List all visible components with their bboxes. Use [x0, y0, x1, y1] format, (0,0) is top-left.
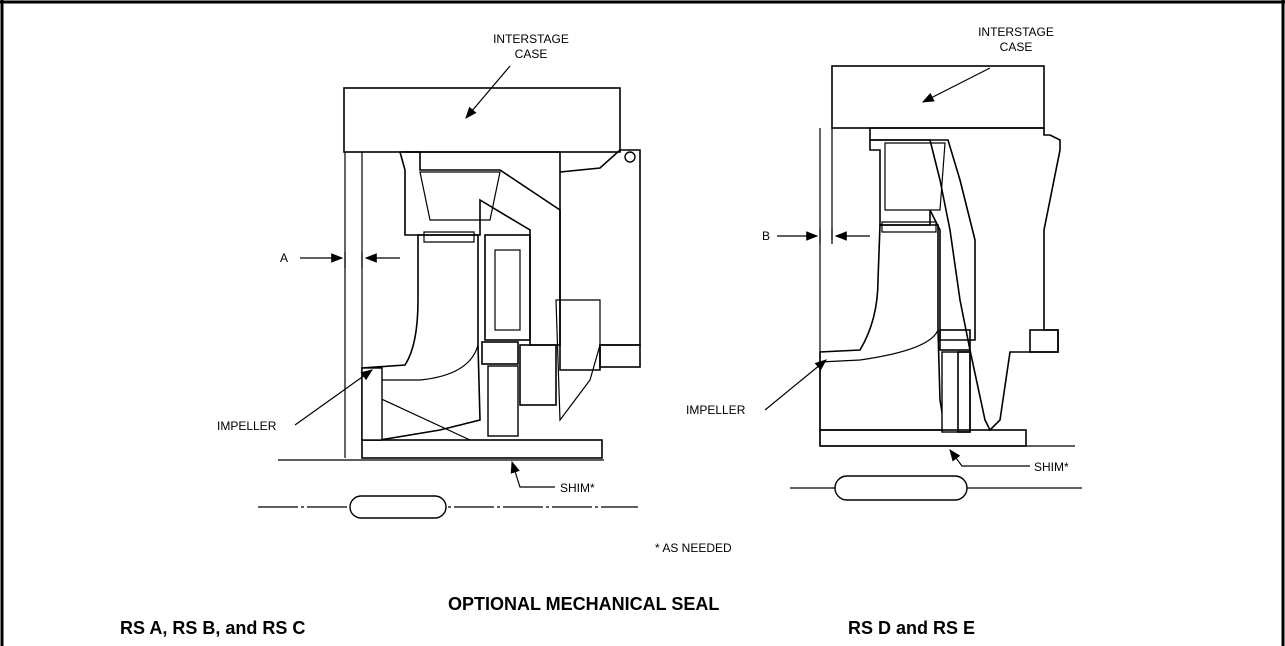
- caption-left-models: RS A, RS B, and RS C: [120, 618, 306, 638]
- right-impeller-label: IMPELLER: [686, 403, 746, 417]
- footnote: * AS NEEDED: [655, 541, 732, 555]
- right-shaft-sleeve: [819, 429, 1027, 447]
- left-impeller-label: IMPELLER: [217, 419, 277, 433]
- left-seal-drawing: [258, 65, 641, 519]
- right-interstage-case-block: [831, 65, 1045, 129]
- caption-right-models: RS D and RS E: [848, 618, 976, 638]
- caption-title: OPTIONAL MECHANICAL SEAL: [448, 594, 720, 614]
- right-dimension-label: B: [762, 229, 770, 243]
- left-shaft-sleeve: [361, 439, 603, 459]
- right-shim-label: SHIM*: [1034, 460, 1069, 474]
- left-shaft-oval: [349, 495, 447, 519]
- right-impeller: [819, 224, 946, 431]
- left-interstage-case-block: [343, 87, 621, 153]
- left-case-label-line1: INTERSTAGE: [493, 32, 569, 46]
- left-case-label-line2: CASE: [515, 47, 548, 61]
- right-shaft-oval: [834, 475, 968, 501]
- right-case-label-line1: INTERSTAGE: [978, 25, 1054, 39]
- left-shim-label: SHIM*: [560, 481, 595, 495]
- right-seal-drawing: [764, 65, 1082, 501]
- left-outer-housing: [405, 149, 641, 371]
- right-case-label-line2: CASE: [1000, 40, 1033, 54]
- right-outer-housing: [869, 127, 1061, 432]
- right-diffuser: [869, 139, 976, 341]
- left-dimension-label: A: [280, 251, 288, 265]
- left-diffuser: [398, 151, 561, 346]
- left-impeller: [361, 234, 481, 441]
